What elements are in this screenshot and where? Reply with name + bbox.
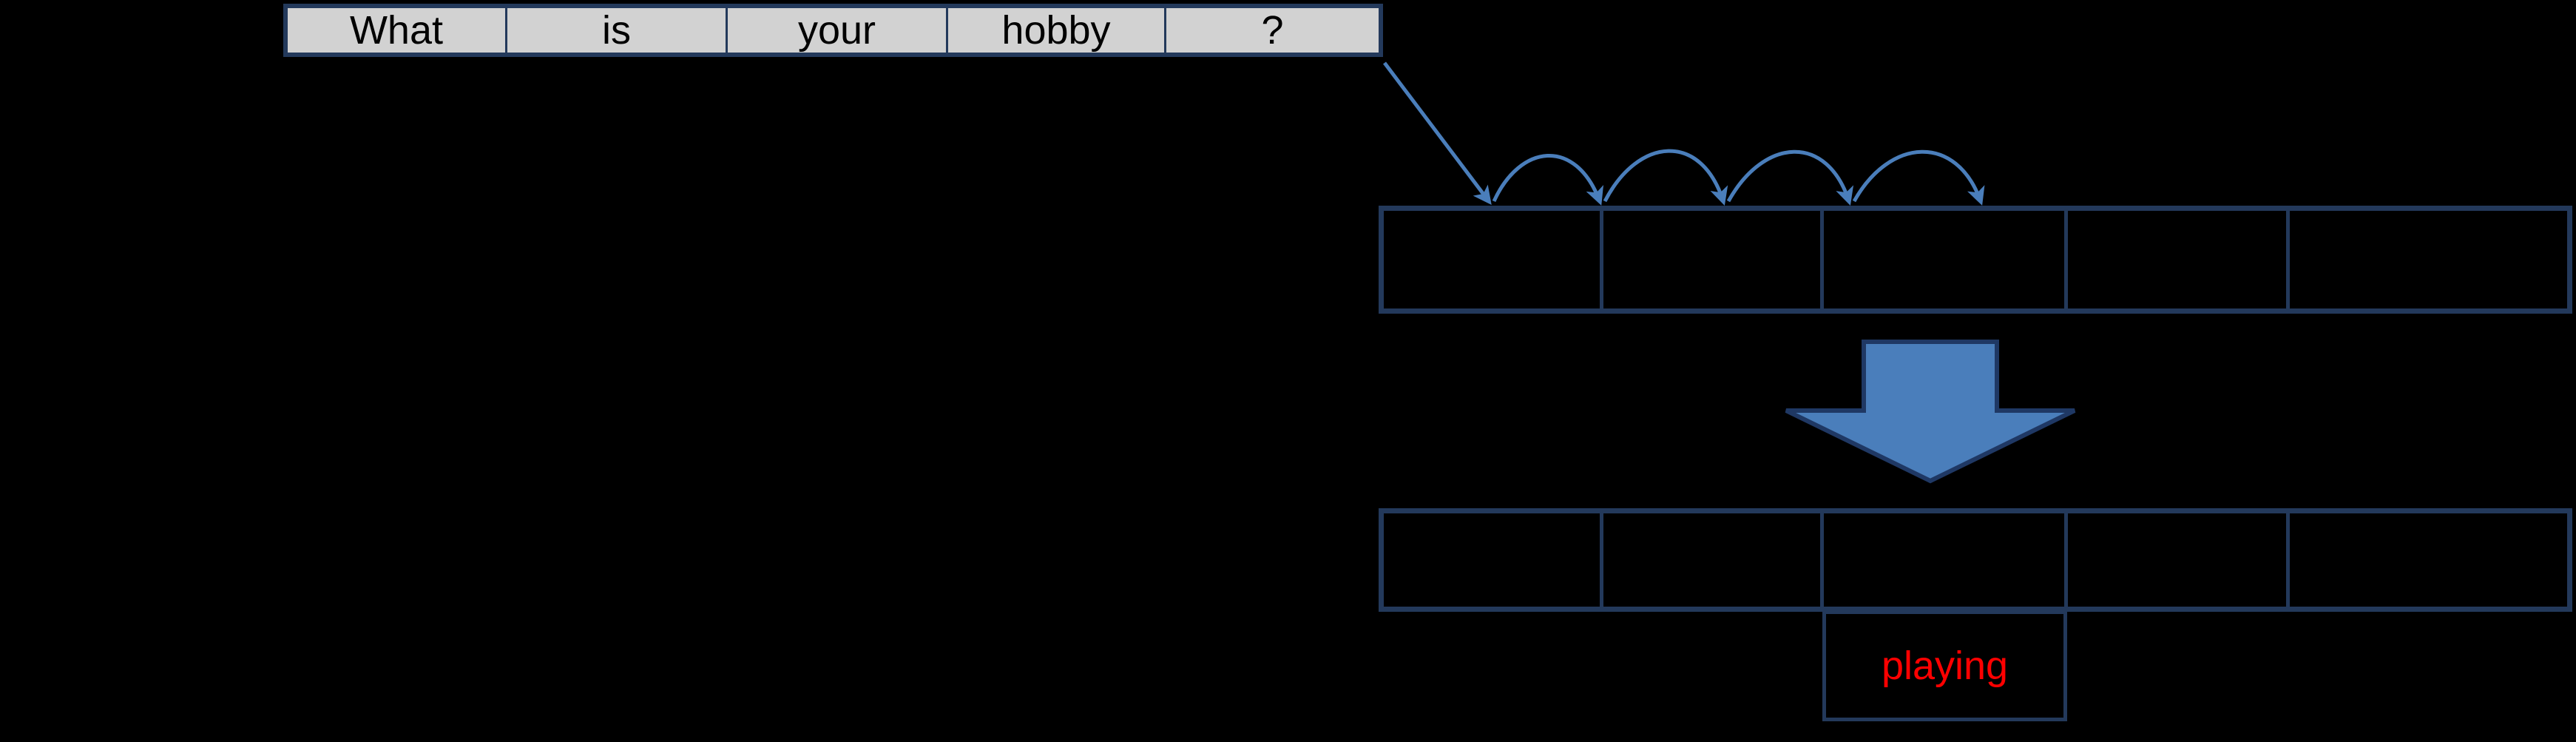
encoder-state-cell[interactable] xyxy=(2068,211,2290,308)
input-token-cell[interactable]: ? xyxy=(1166,8,1379,53)
encoder-state-cell[interactable] xyxy=(1603,211,1824,308)
recurrent-hop-arrow xyxy=(1852,149,1985,206)
output-token-cell[interactable]: playing xyxy=(1822,610,2067,721)
decoder-states-table xyxy=(1379,508,2572,612)
decoder-state-cell[interactable] xyxy=(2290,513,2567,607)
encoder-state-cell[interactable] xyxy=(1824,211,2068,308)
decoder-state-cell[interactable] xyxy=(1603,513,1824,607)
decoder-state-cell[interactable] xyxy=(1384,513,1603,607)
encoder-to-decoder-arrow xyxy=(1785,340,2076,484)
encoder-states-table xyxy=(1379,206,2572,314)
recurrent-hop-arrow xyxy=(1492,154,1604,206)
input-token-cell[interactable]: is xyxy=(507,8,728,53)
recurrent-hop-arrow xyxy=(1726,149,1854,206)
input-to-encoder-arrow xyxy=(1383,61,1492,205)
encoder-state-cell[interactable] xyxy=(2290,211,2567,308)
input-token-cell[interactable]: What xyxy=(288,8,507,53)
input-token-cell[interactable]: hobby xyxy=(948,8,1166,53)
input-token-cell[interactable]: your xyxy=(728,8,948,53)
input-sentence-table: What is your hobby ? xyxy=(283,4,1383,57)
encoder-state-cell[interactable] xyxy=(1384,211,1603,308)
decoder-state-cell[interactable] xyxy=(1824,513,2068,607)
decoder-state-cell[interactable] xyxy=(2068,513,2290,607)
recurrent-hop-arrow xyxy=(1603,149,1728,206)
